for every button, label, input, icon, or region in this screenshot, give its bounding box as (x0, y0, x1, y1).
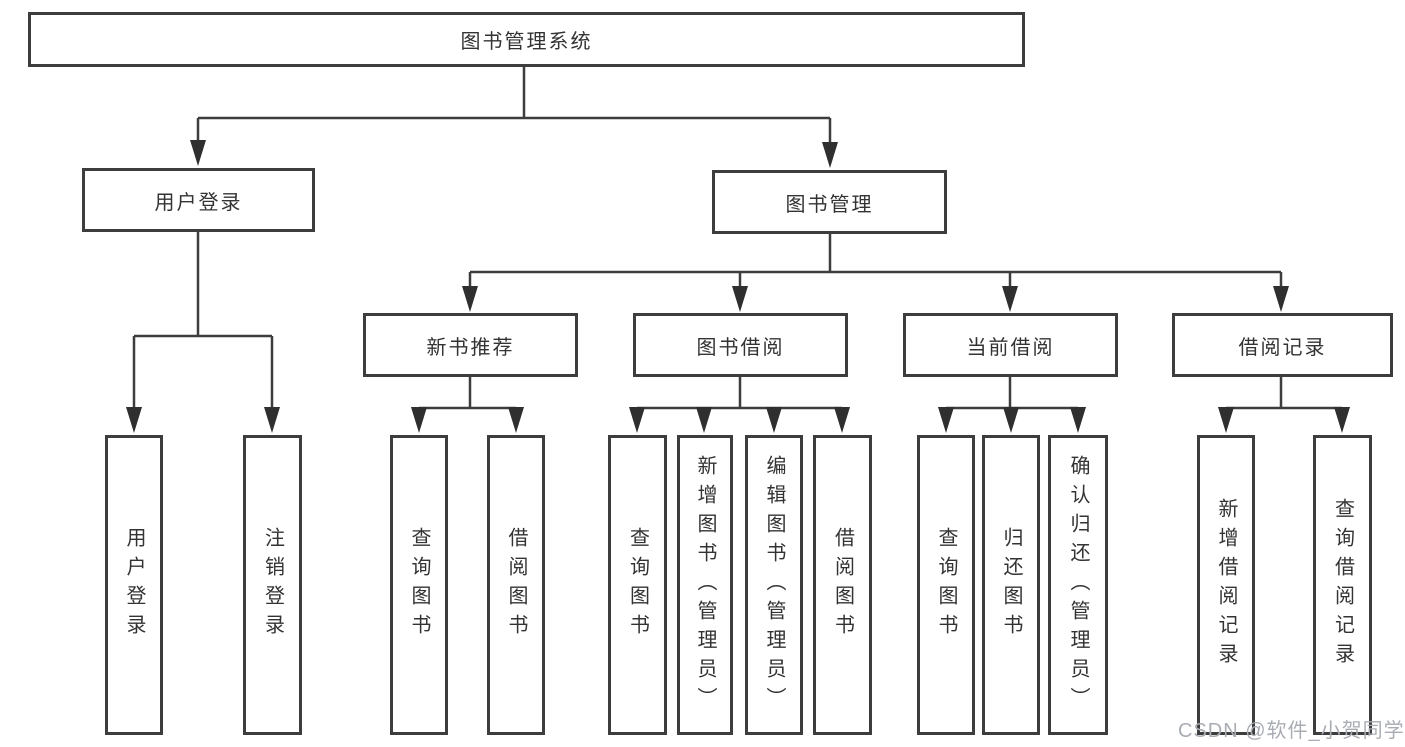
leaf-borrow-books: 借阅图书 (487, 435, 545, 735)
leaf-user-login-label: 用户登录 (123, 527, 145, 643)
node-book-borrow: 图书借阅 (633, 313, 848, 377)
arrowhead (1070, 407, 1086, 433)
leaf-edit-book-admin-label: 编辑图书（管理员） (763, 454, 785, 716)
leaf-query-borrow-record-label: 查询借阅记录 (1331, 498, 1354, 672)
node-new-book-recommend-label: 新书推荐 (426, 336, 515, 359)
node-borrow-records-label: 借阅记录 (1238, 336, 1327, 359)
arrowhead (834, 407, 850, 433)
leaf-query-books-2-label: 查询图书 (626, 527, 649, 643)
connector-user-login-to-leaves (132, 232, 274, 428)
leaf-user-login: 用户登录 (105, 435, 163, 735)
leaf-borrow-books-2: 借阅图书 (813, 435, 872, 735)
leaf-query-books: 查询图书 (390, 435, 448, 735)
arrowhead (629, 407, 645, 433)
leaf-query-books-3-label: 查询图书 (935, 527, 957, 643)
arrowhead (1334, 407, 1350, 433)
arrowhead (1003, 407, 1019, 433)
leaf-add-borrow-record-label: 新增借阅记录 (1215, 498, 1237, 672)
arrowheads (126, 140, 1350, 433)
node-borrow-records: 借阅记录 (1172, 313, 1393, 377)
leaf-add-book-admin-label: 新增图书（管理员） (694, 454, 716, 716)
arrowhead (411, 407, 427, 433)
leaf-edit-book-admin: 编辑图书（管理员） (745, 435, 803, 735)
arrowhead (1273, 286, 1289, 312)
leaf-return-books-label: 归还图书 (1000, 527, 1022, 643)
leaf-query-books-2: 查询图书 (608, 435, 667, 735)
node-book-borrow-label: 图书借阅 (696, 336, 785, 359)
leaf-confirm-return-admin-label: 确认归还（管理员） (1067, 454, 1089, 716)
node-current-borrow-label: 当前借阅 (966, 336, 1055, 359)
connector-new-book-recommend-to-leaves (417, 375, 518, 428)
leaf-query-books-label: 查询图书 (408, 527, 430, 643)
node-book-management-label: 图书管理 (785, 193, 874, 216)
leaf-borrow-books-2-label: 借阅图书 (831, 527, 854, 643)
arrowhead (766, 407, 782, 433)
leaf-logout: 注销登录 (243, 435, 302, 735)
leaf-return-books: 归还图书 (982, 435, 1040, 735)
node-new-book-recommend: 新书推荐 (363, 313, 578, 377)
arrowhead (696, 407, 712, 433)
leaf-logout-label: 注销登录 (261, 527, 284, 643)
leaf-add-book-admin: 新增图书（管理员） (677, 435, 733, 735)
node-book-management: 图书管理 (712, 170, 947, 234)
leaf-add-borrow-record: 新增借阅记录 (1197, 435, 1255, 735)
arrowhead (1002, 286, 1018, 312)
arrowhead (126, 407, 142, 433)
leaf-query-borrow-record: 查询借阅记录 (1313, 435, 1372, 735)
connector-borrow-records-to-leaves (1224, 375, 1344, 428)
node-library-system-label: 图书管理系统 (460, 31, 593, 53)
arrowhead (732, 286, 748, 312)
leaf-query-books-3: 查询图书 (917, 435, 975, 735)
node-user-login: 用户登录 (82, 168, 315, 232)
arrowhead (1218, 407, 1234, 433)
arrowhead (190, 140, 206, 166)
leaf-borrow-books-label: 借阅图书 (505, 527, 527, 643)
arrowhead (508, 407, 524, 433)
node-user-login-label: 用户登录 (154, 191, 243, 214)
leaf-confirm-return-admin: 确认归还（管理员） (1048, 435, 1108, 735)
csdn-watermark: CSDN @软件_小贺同学 (1178, 720, 1405, 742)
connector-book-borrow-to-leaves (635, 375, 844, 428)
arrowhead (822, 142, 838, 168)
arrowhead (938, 407, 954, 433)
arrowhead (462, 286, 478, 312)
connector-book-management-to-level3 (468, 234, 1283, 308)
node-library-system: 图书管理系统 (28, 12, 1025, 67)
connector-root-to-level2 (196, 67, 832, 164)
node-current-borrow: 当前借阅 (903, 313, 1118, 377)
arrowhead (264, 407, 280, 433)
